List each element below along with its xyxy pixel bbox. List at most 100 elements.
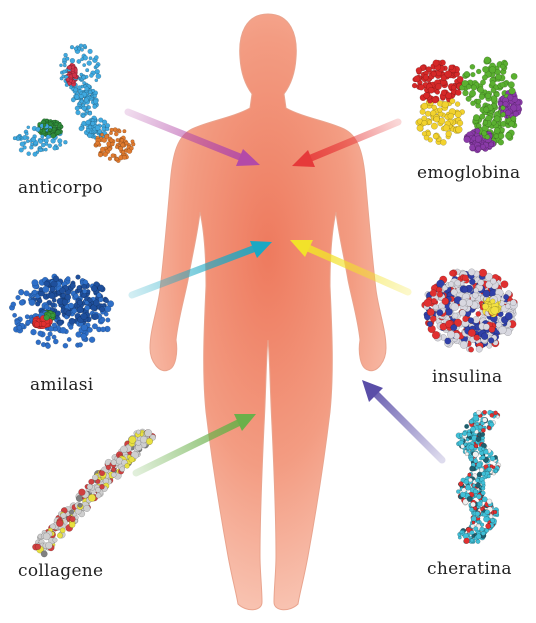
atom (508, 87, 516, 95)
atom (89, 73, 94, 78)
atom (444, 337, 452, 345)
atom (489, 80, 496, 87)
atom (124, 141, 129, 146)
atom (28, 299, 36, 306)
atom (465, 437, 470, 442)
atom (88, 493, 96, 502)
arrow-amilasi (128, 241, 272, 299)
atom (489, 412, 495, 418)
atom (119, 466, 126, 473)
atom (77, 299, 83, 306)
atom (474, 429, 479, 435)
atom (70, 97, 76, 103)
atom (482, 323, 490, 331)
atom (427, 119, 433, 125)
atom (461, 487, 467, 493)
atom (507, 94, 514, 101)
atom (31, 279, 39, 287)
atom (477, 279, 485, 286)
atom (484, 509, 490, 515)
atom (57, 532, 64, 539)
atom (510, 299, 517, 307)
atom (68, 509, 74, 515)
atom (442, 124, 450, 132)
atom (73, 46, 78, 51)
atom (481, 303, 489, 310)
atom (481, 428, 486, 433)
atom (473, 443, 479, 449)
label-emoglobina: emoglobina (417, 163, 521, 183)
atom (458, 481, 464, 487)
atom (62, 69, 67, 74)
atom (92, 98, 99, 105)
atom (500, 280, 509, 289)
atom (461, 274, 469, 282)
atom (98, 297, 104, 303)
atom (50, 138, 56, 144)
atom (444, 70, 452, 78)
atom (45, 335, 51, 342)
atom (103, 311, 109, 317)
atom (129, 145, 134, 151)
atom (481, 447, 486, 451)
atom (468, 456, 474, 462)
atom (463, 442, 468, 447)
atom (61, 299, 69, 306)
atom (18, 289, 25, 296)
atom (122, 129, 127, 134)
atom (467, 328, 476, 337)
atom (101, 119, 108, 125)
atom (510, 115, 517, 122)
atom (50, 132, 56, 139)
atom (464, 451, 470, 457)
atom (34, 543, 42, 550)
atom (456, 489, 461, 494)
atom (117, 129, 122, 134)
atom (448, 281, 455, 288)
atom (80, 47, 84, 52)
atom (130, 139, 135, 144)
atom (78, 94, 84, 100)
atom (87, 111, 93, 116)
atom (493, 509, 498, 515)
atom (488, 514, 494, 519)
atom (432, 304, 439, 311)
atom (450, 324, 458, 331)
atom (92, 93, 97, 98)
atom (441, 297, 449, 305)
atom (411, 82, 418, 89)
atom (35, 339, 41, 345)
atom (512, 110, 519, 117)
atom (440, 89, 447, 96)
atom (105, 317, 111, 323)
atom (462, 89, 469, 97)
atom (102, 151, 109, 157)
atom (498, 326, 507, 335)
atom (119, 138, 125, 143)
atom (114, 131, 119, 137)
atom (493, 133, 499, 139)
atom (484, 134, 491, 140)
atom (50, 302, 56, 308)
atom (77, 342, 83, 348)
atom (493, 469, 498, 474)
atom (59, 63, 63, 68)
atom (82, 288, 88, 294)
atom (468, 346, 474, 353)
atom (26, 125, 31, 130)
atom (85, 68, 90, 73)
atom (91, 88, 96, 93)
atom (47, 143, 53, 149)
atom (459, 340, 468, 349)
atom (87, 125, 93, 130)
atom (479, 526, 485, 532)
atom (71, 65, 75, 70)
atom (76, 306, 84, 314)
atom (24, 314, 30, 320)
atom (479, 113, 486, 120)
atom (502, 101, 509, 107)
atom (94, 55, 99, 60)
atom (467, 472, 472, 477)
atom (489, 455, 496, 462)
atom (82, 81, 87, 85)
